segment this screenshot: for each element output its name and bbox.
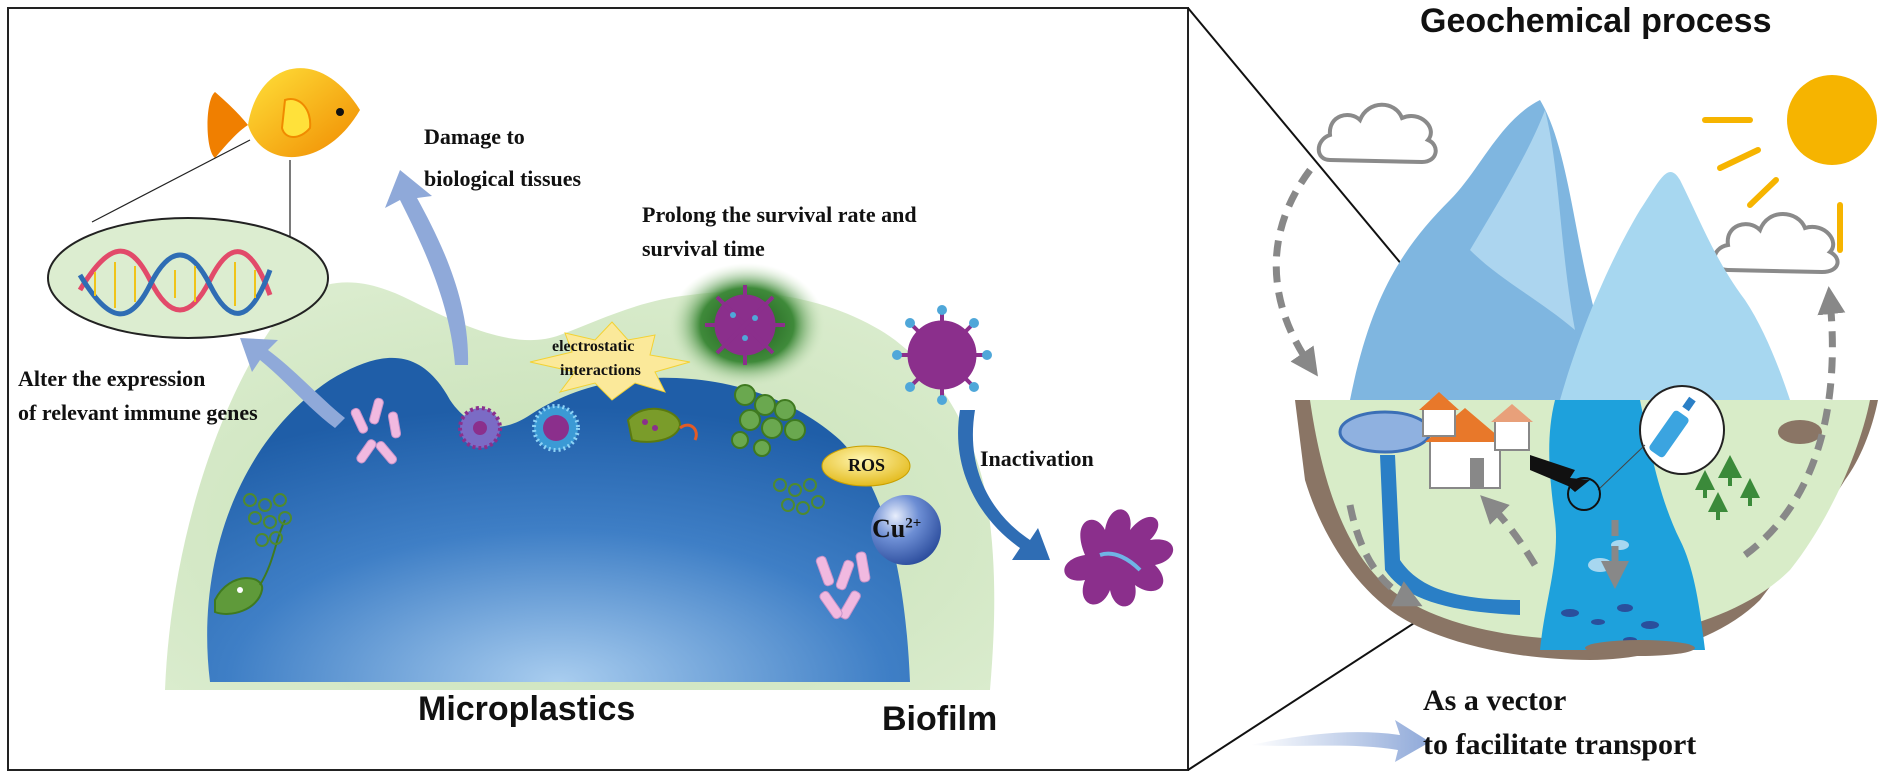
label-microplastics: Microplastics bbox=[418, 690, 636, 728]
focus-circle bbox=[1567, 477, 1601, 511]
label-biofilm: Biofilm bbox=[882, 700, 998, 738]
bacteria-icon bbox=[626, 407, 698, 443]
river-bubble bbox=[1588, 558, 1612, 572]
virus-icon bbox=[705, 285, 785, 365]
cycle-arrow-right bbox=[1742, 286, 1846, 558]
virus-icon bbox=[892, 305, 992, 405]
label-vector-line1: As a vector bbox=[1423, 684, 1567, 717]
cloud-icon bbox=[1316, 102, 1438, 165]
bottle-icon bbox=[1639, 385, 1725, 475]
label-inactivation: Inactivation bbox=[980, 446, 1094, 471]
label-damage-line2: biological tissues bbox=[424, 166, 582, 191]
label-alter-line2: of relevant immune genes bbox=[18, 400, 258, 425]
page-title: Geochemical process bbox=[1420, 2, 1772, 40]
zoom-line-left bbox=[91, 139, 251, 223]
label-prolong-line1: Prolong the survival rate and bbox=[642, 202, 917, 227]
label-electrostatic-line2: interactions bbox=[560, 362, 641, 379]
river bbox=[1540, 400, 1705, 650]
label-prolong-line2: survival time bbox=[642, 236, 765, 261]
cloud-icon bbox=[1712, 212, 1840, 275]
pointer-arrow bbox=[1530, 455, 1590, 492]
damage-arrow bbox=[385, 170, 469, 365]
ros-badge bbox=[821, 445, 911, 487]
dna-icon bbox=[47, 217, 329, 339]
virus-icon bbox=[532, 404, 580, 452]
electrostatic-burst bbox=[529, 321, 691, 401]
groundwater-channel bbox=[1380, 455, 1520, 615]
tree-icon bbox=[1695, 455, 1760, 520]
rock bbox=[1778, 420, 1822, 444]
bacteria-rods bbox=[350, 397, 871, 620]
label-copper-symbol: Cu bbox=[872, 514, 906, 543]
alter-arrow bbox=[240, 338, 345, 428]
sediment bbox=[1585, 640, 1695, 656]
bacteria-icon bbox=[214, 519, 286, 615]
virus-icon bbox=[458, 406, 502, 450]
vector-arrow bbox=[1250, 720, 1430, 762]
label-damage-line1: Damage to bbox=[424, 124, 525, 149]
mountain-front bbox=[1560, 171, 1790, 400]
inactivation-arrow bbox=[958, 410, 1050, 560]
cycle-arrow-left bbox=[1272, 167, 1318, 377]
label-electrostatic-line1: electrostatic bbox=[552, 338, 635, 355]
inactivated-virus-icon bbox=[1064, 509, 1174, 607]
house-icon bbox=[1491, 404, 1533, 451]
label-copper-ion: Cu2+ bbox=[872, 514, 921, 544]
copper-ion-sphere bbox=[871, 495, 941, 565]
cycle-arrow-soil bbox=[1346, 504, 1423, 607]
label-ros: ROS bbox=[848, 455, 886, 475]
house-icon bbox=[1419, 392, 1459, 437]
sun-icon bbox=[1702, 75, 1877, 253]
bottle-zoom-line bbox=[1597, 444, 1646, 491]
label-copper-charge: 2+ bbox=[905, 515, 922, 532]
green-cell-cluster bbox=[731, 384, 806, 457]
mountain-highlight bbox=[1470, 110, 1575, 330]
label-vector-line2: to facilitate transport bbox=[1423, 728, 1697, 761]
runoff-arrow bbox=[1480, 495, 1539, 567]
lake bbox=[1338, 410, 1432, 454]
fish-icon bbox=[207, 68, 360, 158]
green-cell-cluster bbox=[243, 478, 825, 547]
label-alter-line1: Alter the expression bbox=[18, 366, 206, 391]
